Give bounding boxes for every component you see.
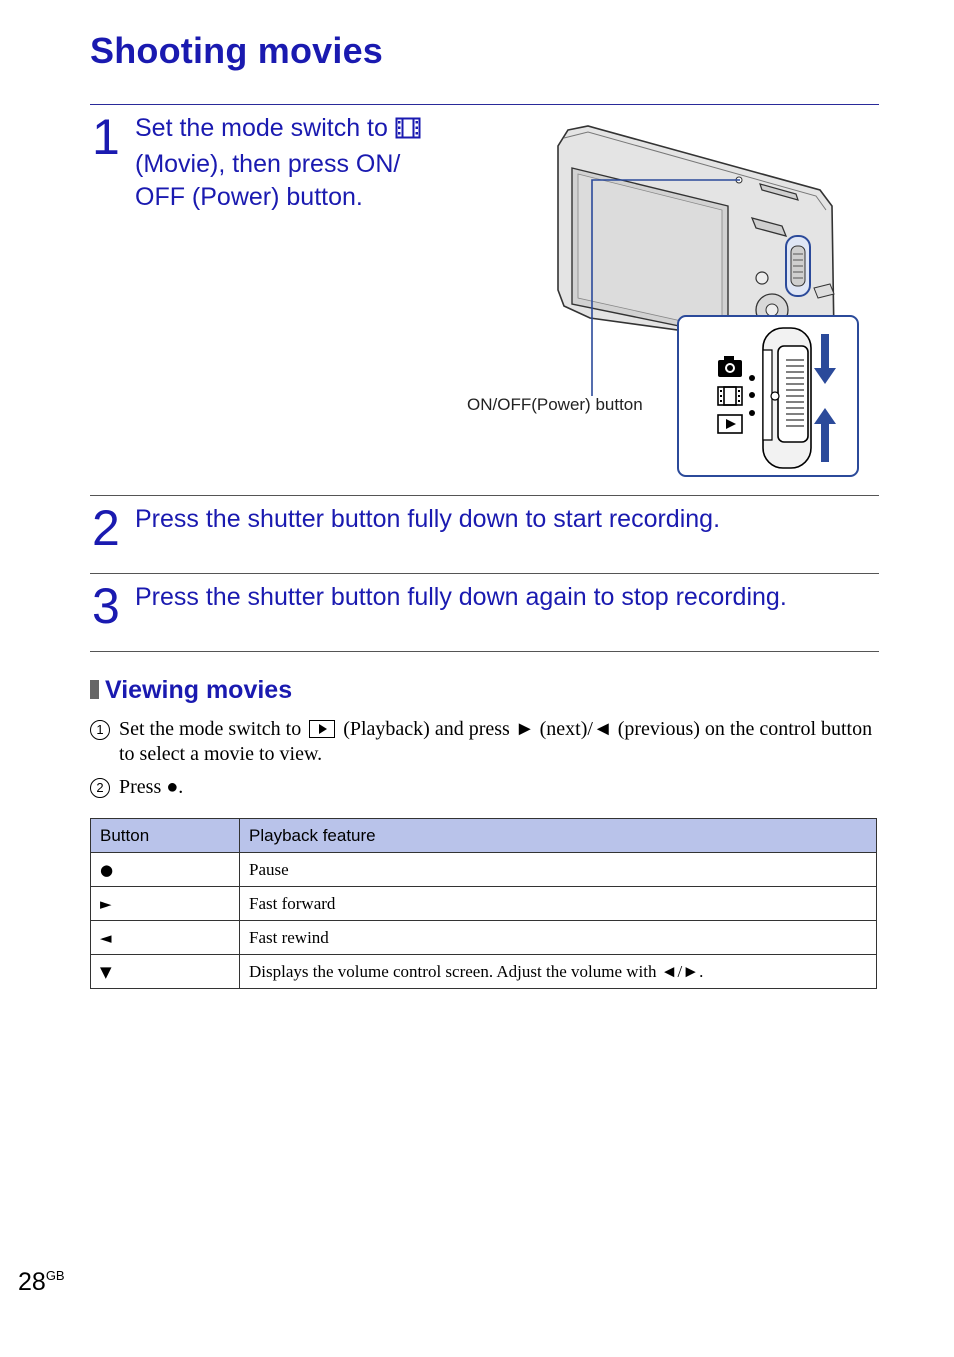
page-number: 28GB (18, 1268, 65, 1297)
button-symbol-cell: ► (90, 886, 240, 921)
power-button-caption: ON/OFF(Power) button (467, 395, 643, 414)
page-number-value: 28 (18, 1268, 46, 1296)
table-row: ◄ Fast rewind (90, 920, 877, 955)
divider (90, 104, 879, 105)
column-header-feature: Playback feature (239, 818, 877, 853)
playback-icon (717, 414, 743, 434)
step-2-text: Press the shutter button fully down to s… (135, 505, 721, 533)
viewing-step-1-part-1: Set the mode switch to (119, 718, 302, 740)
button-symbol-cell: ◄ (90, 920, 240, 955)
table-row: ► Fast forward (90, 886, 877, 921)
page-number-suffix: GB (45, 1268, 65, 1283)
arrow-down-icon (814, 334, 836, 384)
feature-cell: Fast forward (239, 886, 877, 921)
step-3-number: 3 (92, 578, 120, 634)
viewing-movies-heading: Viewing movies (90, 676, 292, 705)
camera-icon (718, 356, 742, 377)
viewing-step-1-part-2: (Playback) and press ► (next)/◄ (previou… (119, 718, 873, 765)
step-1-text: Set the mode switch to (Movie), then pre… (135, 112, 465, 214)
viewing-step-2-text: Press ●. (119, 776, 184, 798)
feature-cell: Displays the volume control screen. Adju… (239, 954, 877, 989)
divider (90, 495, 879, 496)
button-symbol-cell: ▼ (90, 954, 240, 989)
step-1-line-2: (Movie), then press ON/ (135, 150, 401, 178)
heading-marker-icon (90, 680, 99, 699)
camera-figure: ON/OFF(Power) button (460, 118, 880, 483)
viewing-movies-heading-text: Viewing movies (105, 676, 293, 704)
step-1-number: 1 (92, 109, 120, 165)
divider (90, 651, 879, 652)
divider (90, 573, 879, 574)
camera-illustration (557, 125, 859, 477)
step-1-line-1: Set the mode switch to (135, 114, 388, 142)
circled-number-1: 1 (90, 720, 110, 740)
viewing-step-1: 1 Set the mode switch to (Playback) and … (90, 717, 880, 767)
feature-cell: Pause (239, 852, 877, 887)
column-header-button: Button (90, 818, 240, 853)
page-title: Shooting movies (90, 30, 384, 71)
viewing-step-2: 2 Press ●. (90, 775, 880, 800)
feature-cell: Fast rewind (239, 920, 877, 955)
table-row: ● Pause (90, 852, 877, 887)
step-1-line-3: OFF (Power) button. (135, 183, 363, 211)
button-symbol-cell: ● (90, 852, 240, 887)
circled-number-2: 2 (90, 778, 110, 798)
arrow-up-icon (814, 408, 836, 462)
movie-icon (717, 386, 743, 406)
step-3-text: Press the shutter button fully down agai… (135, 583, 787, 611)
playback-features-table: Button Playback feature ● Pause ► Fast f… (90, 818, 877, 989)
table-header-row: Button Playback feature (90, 818, 877, 853)
table-row: ▼ Displays the volume control screen. Ad… (90, 954, 877, 989)
playback-icon (309, 720, 336, 738)
step-2-number: 2 (92, 500, 120, 556)
movie-icon (395, 115, 421, 148)
